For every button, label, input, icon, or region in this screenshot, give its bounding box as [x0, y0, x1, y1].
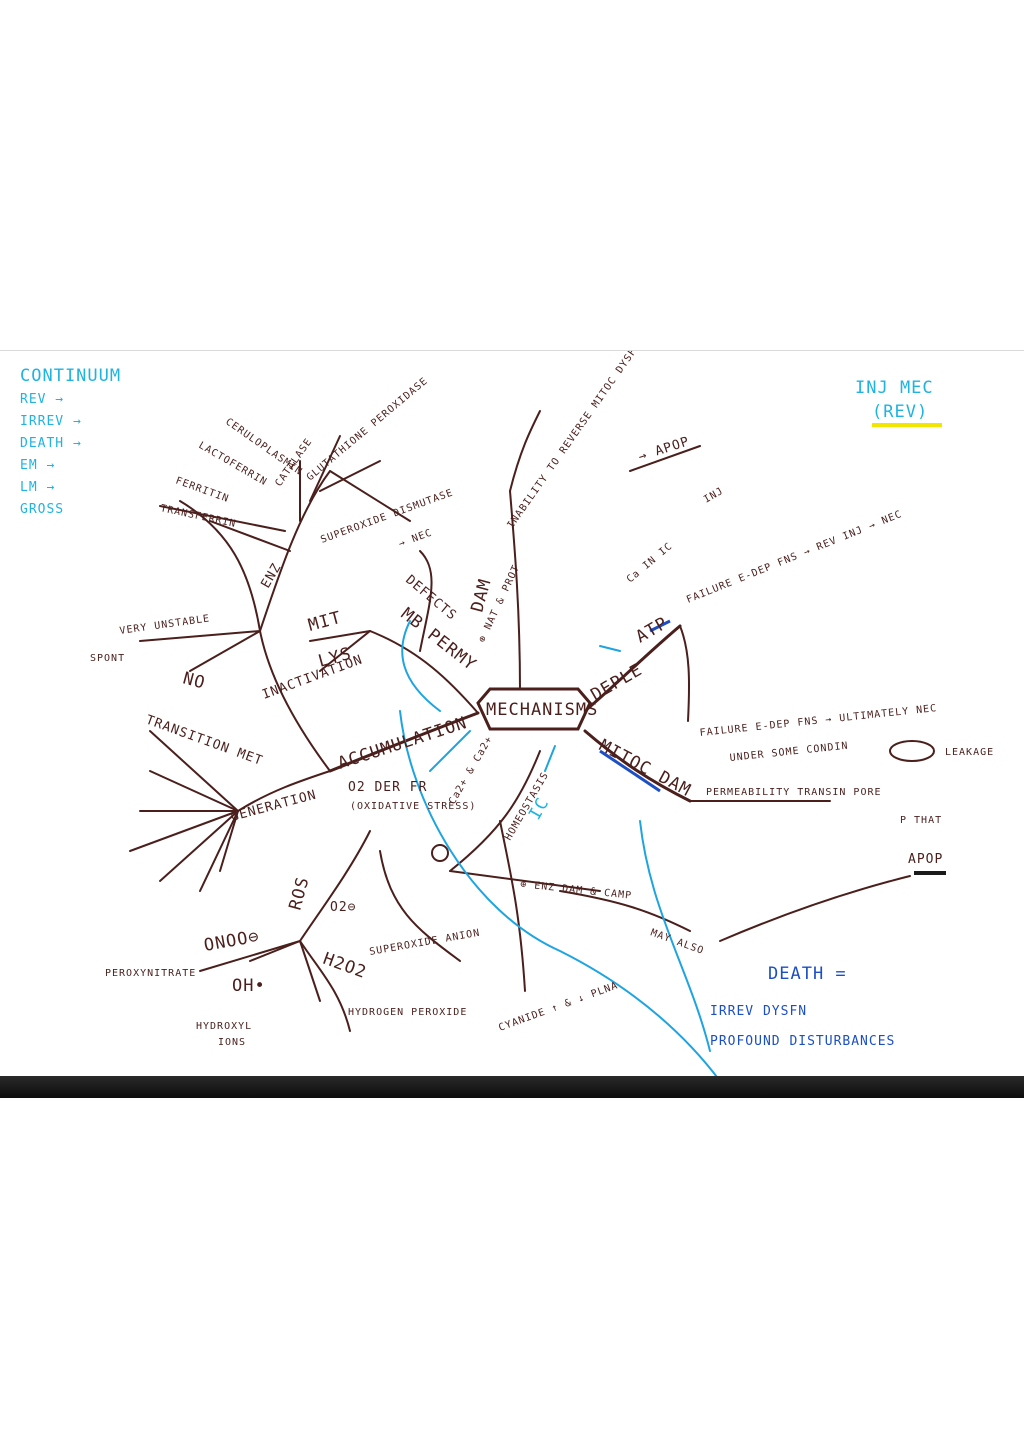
label-inj: INJ — [702, 486, 726, 506]
label-mitoc-dam: MITOC DAM — [596, 736, 695, 801]
legend-item: REV → — [20, 392, 64, 407]
circle-mark — [431, 844, 449, 862]
label-permeability: PERMEABILITY TRANSIN PORE — [706, 787, 882, 798]
branch-lines — [129, 410, 911, 1032]
legend-item: LM → — [20, 480, 55, 495]
death-line2: PROFOUND DISTURBANCES — [710, 1034, 895, 1049]
label-leakage: LEAKAGE — [945, 747, 994, 758]
label-ca-terms: Ca2+ & Ca2+ — [447, 734, 495, 806]
label-onoo: ONOO⊖ — [202, 926, 261, 955]
label-ferritin: FERRITIN — [174, 475, 231, 505]
label-o2-minus: O2⊖ — [330, 900, 356, 915]
label-enz-dam: ⊕ ENZ DAM & CAMP — [520, 879, 633, 902]
center-node: MECHANISMS — [476, 687, 598, 731]
label-hydroxyl: HYDROXYL — [196, 1021, 252, 1032]
label-atp: ATP — [633, 613, 672, 647]
label-oh: OH• — [232, 976, 266, 996]
label-under-some-cond: UNDER SOME CONDIN — [729, 741, 849, 764]
label-apop-top: → APOP — [637, 434, 692, 465]
label-h2o2: H2O2 — [320, 949, 369, 983]
label-no: NO — [181, 669, 208, 694]
label-hydrogen-peroxide: HYDROGEN PEROXIDE — [348, 1007, 467, 1018]
label-oxidative-stress: (OXIDATIVE STRESS) — [350, 801, 476, 812]
mindmap-canvas: CONTINUUM REV → IRREV → DEATH → EM → LM … — [20, 351, 994, 1082]
legend-item: DEATH → — [20, 436, 82, 451]
legend-item: IRREV → — [20, 414, 82, 429]
legend-item: CONTINUUM — [20, 366, 121, 386]
label-transferrin: TRANSFERRIN — [159, 503, 237, 530]
label-apop-right: APOP — [908, 852, 943, 867]
label-superoxide-anion: SUPEROXIDE ANION — [369, 928, 482, 958]
label-superoxide-dismutase: SUPEROXIDE DISMUTASE — [319, 487, 455, 545]
center-label: MECHANISMS — [486, 700, 598, 720]
blue-arrows — [399, 619, 721, 1082]
mindmap-sheet: CONTINUUM REV → IRREV → DEATH → EM → LM … — [0, 350, 1024, 1086]
label-enz: ENZ — [258, 561, 284, 591]
label-cyanide: CYANIDE ↑ & ↓ PLNA — [497, 980, 620, 1034]
death-title: DEATH = — [768, 964, 847, 984]
label-generation: GENERATION — [229, 788, 318, 825]
death-definition: DEATH = IRREV DYSFN PROFOUND DISTURBANCE… — [710, 964, 895, 1049]
label-mb-permy: MB PERMY — [397, 604, 480, 675]
label-mit: MIT — [306, 608, 344, 636]
label-peroxynitrate: PEROXYNITRATE — [105, 968, 196, 979]
mitochondrion-sketch — [889, 740, 935, 762]
legend-right-line2: (REV) — [872, 402, 928, 422]
legend-right-line1: INJ MEC — [855, 378, 934, 398]
label-spont: SPONT — [90, 653, 125, 664]
legend-right: INJ MEC (REV) — [855, 378, 942, 427]
label-p-that: P THAT — [900, 815, 942, 826]
label-nec-small: → NEC — [397, 527, 434, 549]
legend-left: CONTINUUM REV → IRREV → DEATH → EM → LM … — [20, 366, 121, 517]
death-line1: IRREV DYSFN — [710, 1004, 807, 1019]
label-ros: ROS — [286, 875, 314, 913]
legend-item: EM → — [20, 458, 55, 473]
label-o2-fr: O2 DER FR — [348, 780, 427, 795]
label-accumulation: ACCUMULATION — [335, 713, 469, 774]
label-failure-e-dep2: FAILURE E-DEP FNS → ULTIMATELY NEC — [699, 703, 938, 739]
photo-bottom-edge — [0, 1076, 1024, 1098]
label-failure-e-dep: FAILURE E-DEP FNS → REV INJ → NEC — [685, 509, 904, 606]
legend-item: GROSS — [20, 502, 64, 517]
label-depletion: DEPLE — [588, 660, 647, 705]
label-ca-in-ic: Ca IN IC — [625, 541, 675, 586]
label-ions: IONS — [218, 1037, 246, 1048]
label-very-unstable: VERY UNSTABLE — [119, 613, 211, 637]
